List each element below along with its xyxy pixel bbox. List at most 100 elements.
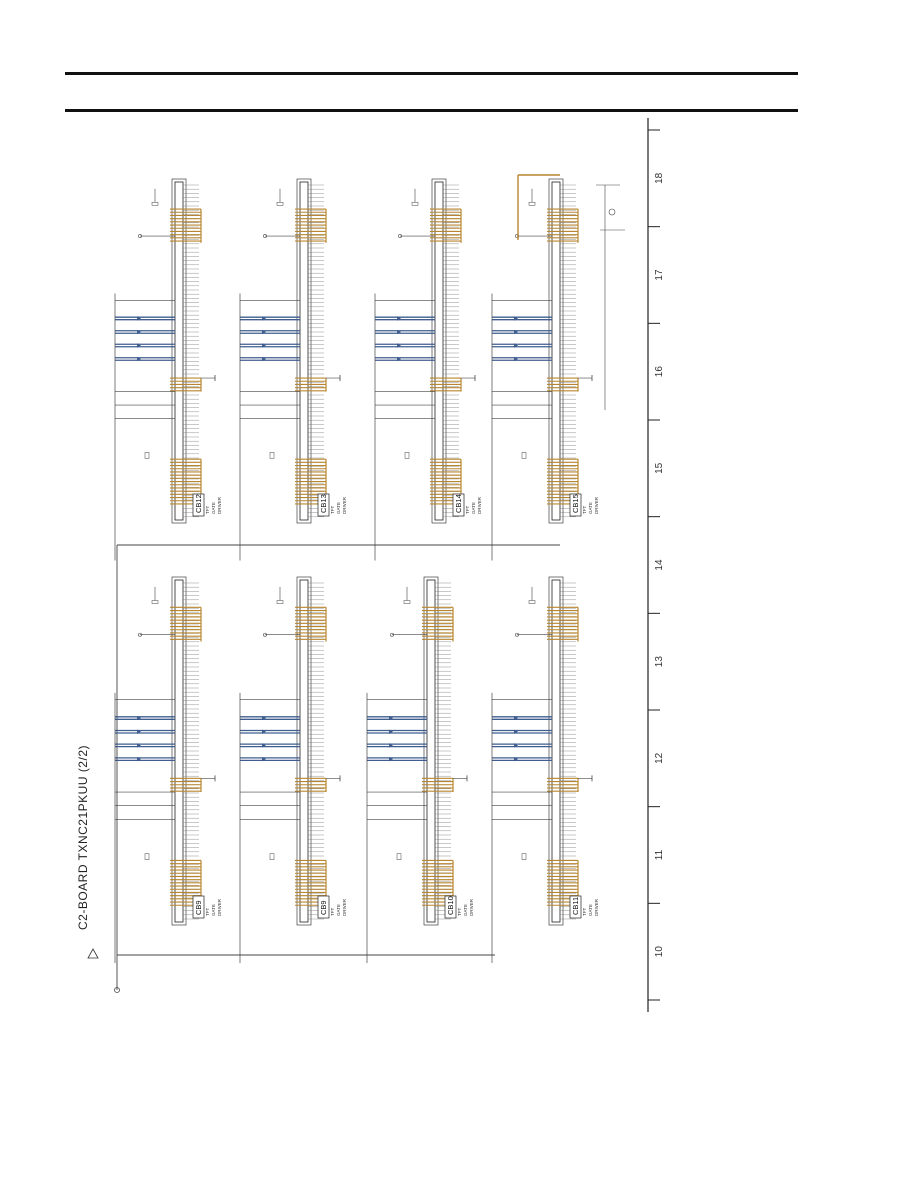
ic-body [426,579,436,923]
chip-desc-label: GATE [211,904,216,916]
signal-arrow [514,715,518,721]
signal-arrow [262,316,266,321]
chip-label-box [317,895,330,919]
transistor [608,208,616,216]
ic-outline [548,178,564,524]
signal-arrow [262,356,266,362]
signal-arrow [137,343,141,348]
signal-arrow [137,756,141,762]
chip-desc-label: DRIVER [594,496,599,514]
chip-id-label: CB11 [571,897,580,915]
signal-arrow [137,329,141,335]
chip-id-label: CB13 [319,494,328,513]
capacitor [151,600,159,604]
chip-id-label: CB14 [454,494,463,513]
ic-body [551,579,561,923]
chip-desc-label: GATE [211,502,216,514]
chip-desc-label: DRIVER [217,496,222,514]
chip-desc-label: TFT [582,506,587,514]
power-terminal [390,632,394,637]
chip-desc-label: DRIVER [217,898,222,916]
ic-body [299,579,309,923]
chip-label-box [192,895,205,919]
chip-desc-label: TFT [330,506,335,514]
zone-label: 18 [654,172,665,184]
chip-desc-label: TFT [205,506,210,514]
signal-arrow [262,756,266,762]
signal-arrow [397,356,401,362]
signal-arrow [397,316,401,321]
ic-outline [171,178,187,524]
signal-arrow [389,756,393,762]
chip-desc-label: TFT [205,908,210,916]
warning-icon [87,948,99,959]
capacitor [521,853,527,860]
chip-id-label: CB15 [571,494,580,513]
signal-arrow [262,743,266,748]
power-terminal [263,632,267,637]
zone-label: 10 [654,946,665,958]
signal-arrow [137,715,141,721]
ic-body [174,181,184,521]
power-terminal [138,234,142,238]
chip-label-box [569,493,582,517]
chip-desc-label: TFT [582,908,587,916]
signal-arrow [389,729,393,734]
zone-label: 14 [654,559,665,571]
signal-arrow [514,729,518,734]
zone-label: 11 [654,849,665,860]
ic-outline [296,178,312,524]
capacitor [151,202,159,206]
chip-desc-label: DRIVER [594,898,599,916]
signal-arrow [389,715,393,721]
signal-arrow [514,743,518,748]
signal-arrow [137,729,141,734]
signal-arrow [514,329,518,335]
capacitor [144,452,150,459]
capacitor [404,452,410,459]
chip-desc-label: DRIVER [342,496,347,514]
ic-body [174,579,184,923]
chip-id-label: CB9 [319,900,328,915]
ic-body [551,181,561,521]
ic-body [434,181,444,521]
chip-label-box [452,493,465,517]
chip-label-box [444,895,457,919]
zone-label: 15 [654,462,665,474]
chip-desc-label: GATE [588,502,593,514]
signal-arrow [262,343,266,348]
chip-desc-label: DRIVER [342,898,347,916]
capacitor [276,202,284,206]
signal-arrow [397,329,401,335]
capacitor [403,600,411,604]
power-terminal [138,632,142,637]
signal-arrow [262,715,266,721]
chip-id-label: CB9 [194,900,203,915]
signal-arrow [389,743,393,748]
zone-label: 13 [654,656,665,668]
signal-arrow [514,356,518,362]
ic-body [299,181,309,521]
chip-desc-label: GATE [463,904,468,916]
header-rule-top [65,72,798,75]
chip-id-label: CB12 [194,494,203,513]
signal-arrow [397,343,401,348]
chip-desc-label: GATE [336,502,341,514]
capacitor [144,853,150,860]
ic-outline [431,178,447,524]
zone-label: 12 [654,752,665,764]
signal-arrow [514,316,518,321]
signal-arrow [137,316,141,321]
signal-arrow [262,729,266,734]
chip-desc-label: TFT [457,908,462,916]
sheet-title: C2-BOARD TXNC21PKUU (2/2) [76,745,90,930]
capacitor [521,452,527,459]
chip-desc-label: TFT [330,908,335,916]
capacitor [528,600,536,604]
chip-desc-label: TFT [465,506,470,514]
signal-arrow [262,329,266,335]
capacitor [411,202,419,206]
signal-arrow [514,343,518,348]
capacitor [276,600,284,604]
